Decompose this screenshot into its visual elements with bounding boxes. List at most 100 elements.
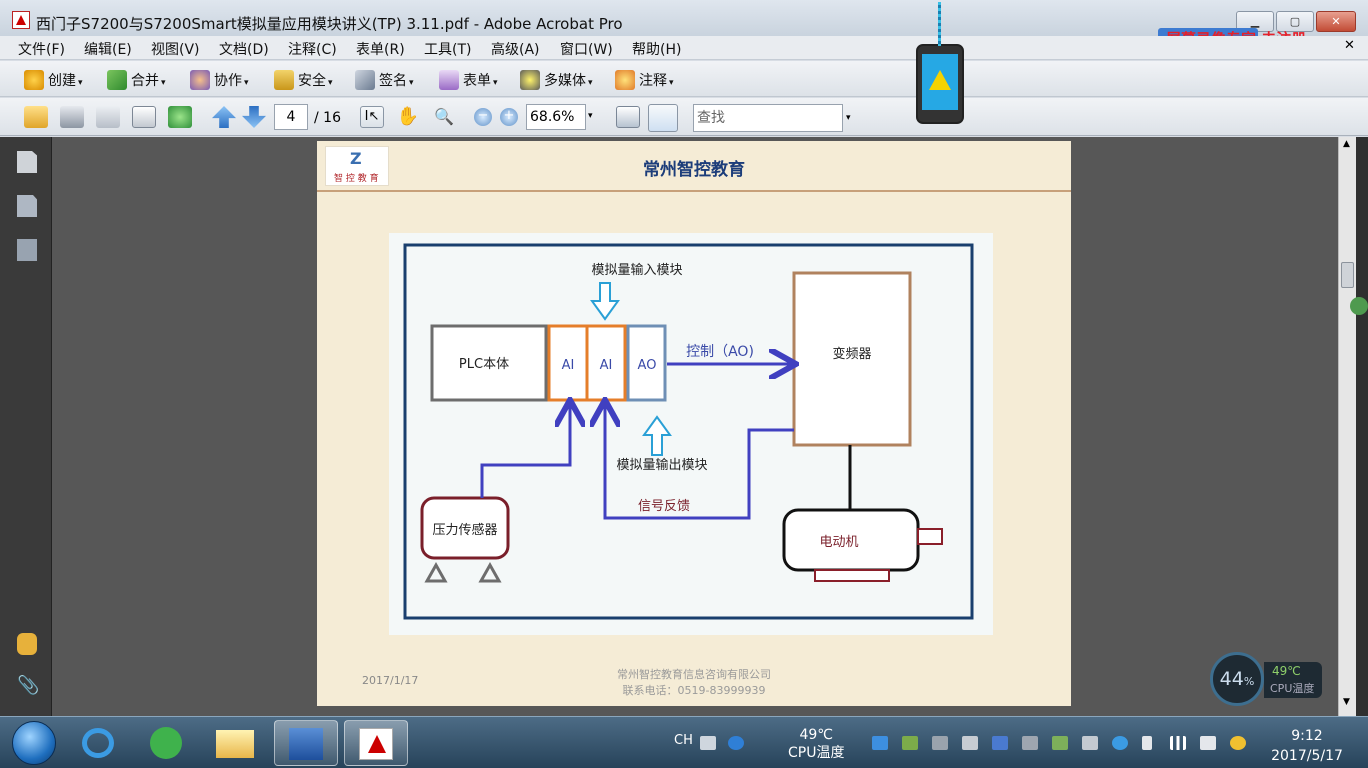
zoom-dropdown-icon[interactable]: ▾ [588, 111, 593, 121]
menu-tools[interactable]: 工具(T) [424, 42, 472, 58]
taskbar-ie-icon[interactable] [68, 720, 132, 766]
phone-screen [922, 54, 958, 110]
maximize-button[interactable]: ▢ [1276, 11, 1314, 32]
pages-icon[interactable] [17, 151, 37, 173]
arrow-down-icon[interactable] [242, 106, 266, 128]
sensor-signal-arrow [480, 403, 570, 498]
taskbar-explorer-icon[interactable] [204, 720, 268, 766]
menu-advanced[interactable]: 高级(A) [491, 42, 540, 58]
footer-phone: 联系电话：0519-83999939 [622, 684, 766, 697]
menu-help[interactable]: 帮助(H) [632, 42, 682, 58]
create-button[interactable]: 创建▾ [24, 70, 83, 90]
scrollbar-thumb[interactable] [1341, 262, 1354, 288]
warning-icon [929, 70, 951, 90]
collaborate-button[interactable]: 协作▾ [190, 70, 249, 90]
input-module-label: 模拟量输入模块 [591, 262, 682, 278]
menu-file[interactable]: 文件(F) [18, 42, 65, 58]
multimedia-icon [520, 70, 540, 90]
pen-icon [355, 70, 375, 90]
email-icon[interactable] [132, 106, 156, 128]
ime-indicator[interactable]: CH [674, 733, 693, 748]
cpu-percent: 44 [1219, 668, 1244, 690]
scroll-up-icon[interactable]: ▲ [1343, 139, 1350, 149]
combine-button[interactable]: 合并▾ [107, 70, 166, 90]
fit-width-icon[interactable] [616, 106, 640, 128]
clock-date: 2017/5/17 [1271, 748, 1343, 764]
chevron-down-icon: ▾ [409, 78, 414, 88]
device-icon[interactable] [1082, 736, 1098, 750]
right-pane-strip [1350, 137, 1368, 716]
navigation-toolbar [0, 98, 1368, 136]
create-icon [24, 70, 44, 90]
menu-view[interactable]: 视图(V) [151, 42, 200, 58]
select-tool-icon[interactable]: I↖ [360, 106, 384, 128]
plc-label: PLC本体 [459, 357, 509, 372]
chevron-down-icon: ▾ [161, 78, 166, 88]
bookmarks-icon[interactable] [17, 195, 37, 217]
arrow-up-icon[interactable] [212, 106, 236, 128]
web-icon[interactable] [168, 106, 192, 128]
comments-icon[interactable] [17, 633, 37, 655]
marquee-zoom-icon[interactable]: 🔍 [434, 107, 454, 126]
taskbar-acrobat-icon[interactable] [344, 720, 408, 766]
menu-edit[interactable]: 编辑(E) [84, 42, 132, 58]
print-icon[interactable] [60, 106, 84, 128]
signatures-icon[interactable] [17, 239, 37, 261]
expand-pane-icon[interactable] [1350, 297, 1368, 315]
safety-icon[interactable] [1052, 736, 1068, 750]
qq-icon[interactable] [1230, 736, 1246, 750]
scroll-down-icon[interactable]: ▼ [1343, 697, 1350, 707]
clock[interactable]: 9:12 2017/5/17 [1266, 726, 1348, 766]
zoom-in-icon[interactable]: + [500, 108, 518, 126]
keyboard-icon[interactable] [700, 736, 716, 750]
attachments-icon[interactable]: 📎 [17, 675, 40, 696]
cpu-percent-sign: % [1243, 675, 1255, 688]
open-folder-icon[interactable] [24, 106, 48, 128]
find-input[interactable]: 查找 [693, 104, 843, 132]
forms-button[interactable]: 表单▾ [439, 70, 498, 90]
collaborate-icon [190, 70, 210, 90]
clock-time: 9:12 [1291, 728, 1323, 744]
taskbar-word-icon[interactable] [274, 720, 338, 766]
battery-icon[interactable] [1142, 736, 1152, 750]
folder-icon [216, 730, 254, 758]
zoom-out-icon[interactable]: − [474, 108, 492, 126]
menu-close-icon[interactable]: ✕ [1344, 38, 1355, 53]
tool-icon[interactable] [962, 736, 978, 750]
wrench-icon[interactable] [1022, 736, 1038, 750]
cpu-usage-ring: 44% [1210, 652, 1264, 706]
chevron-down-icon: ▾ [244, 78, 249, 88]
menu-window[interactable]: 窗口(W) [560, 42, 613, 58]
control-label: 控制（AO) [686, 344, 754, 360]
save-icon[interactable] [96, 106, 120, 128]
vfd-label: 变频器 [832, 346, 871, 362]
sign-button[interactable]: 签名▾ [355, 70, 414, 90]
cloud-icon[interactable] [872, 736, 888, 750]
menu-document[interactable]: 文档(D) [219, 42, 269, 58]
menu-comments[interactable]: 注释(C) [288, 42, 337, 58]
diagram-svg: PLC本体 AI AI AO 模拟量输入模块 模拟量输出模块 变频器 控 [403, 243, 974, 620]
find-dropdown-icon[interactable]: ▾ [846, 113, 851, 123]
cpu-temp-label: CPU温度 [1270, 682, 1315, 695]
menu-forms[interactable]: 表单(R) [356, 42, 405, 58]
page-number-input[interactable]: 4 [274, 104, 308, 130]
fit-page-icon[interactable] [648, 104, 678, 132]
signal-icon[interactable] [1170, 736, 1186, 750]
multimedia-button[interactable]: 多媒体▾ [520, 70, 593, 90]
user-icon[interactable] [902, 736, 918, 750]
vertical-scrollbar[interactable]: ▲ ▼ [1338, 137, 1356, 716]
zoom-level-input[interactable]: 68.6% [526, 104, 586, 130]
security-button[interactable]: 安全▾ [274, 70, 333, 90]
feedback-label: 信号反馈 [638, 499, 690, 514]
volume-icon[interactable] [1200, 736, 1216, 750]
taskbar-browser-icon[interactable] [136, 720, 200, 766]
comment-button[interactable]: 注释▾ [615, 70, 674, 90]
camera-icon[interactable] [932, 736, 948, 750]
cfl-icon[interactable] [992, 736, 1008, 750]
start-button[interactable] [12, 721, 56, 765]
header-divider [317, 190, 1071, 192]
network-app-icon[interactable] [1112, 736, 1128, 750]
hand-tool-icon[interactable]: ✋ [396, 106, 420, 127]
help-icon[interactable] [728, 736, 744, 750]
close-button[interactable]: ✕ [1316, 11, 1356, 32]
